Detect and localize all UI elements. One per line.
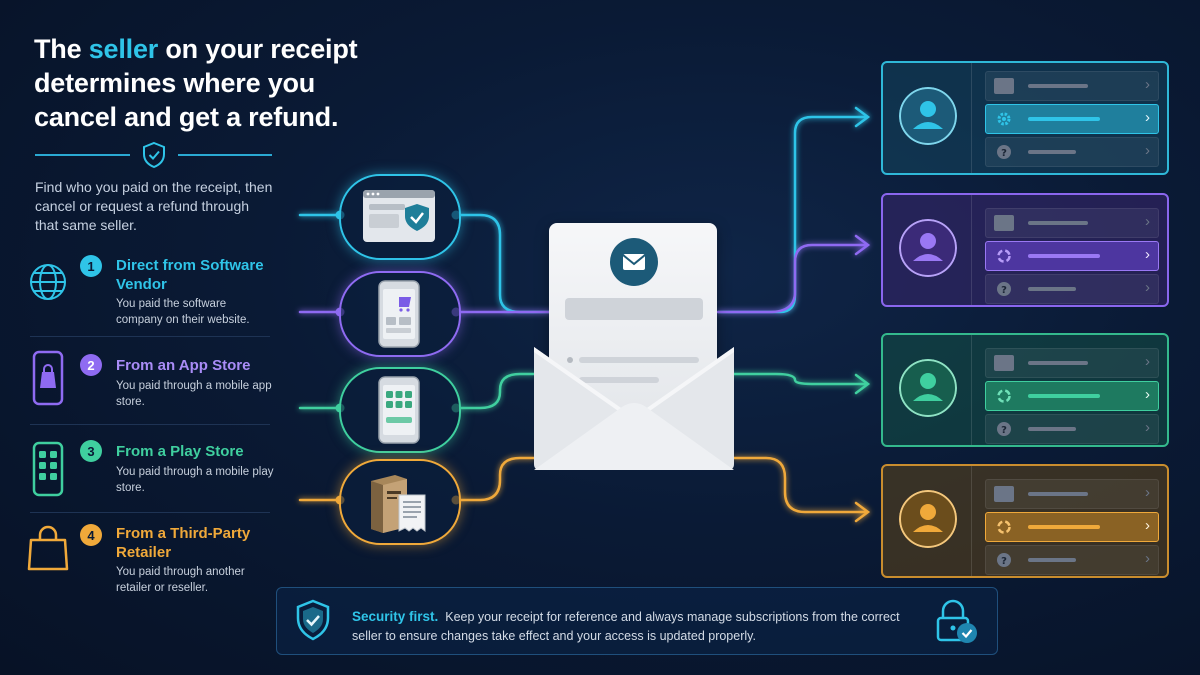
chevron-right-icon: › xyxy=(1145,419,1150,436)
folder-icon xyxy=(994,355,1014,371)
seller-account-panel-3: › › ? › xyxy=(881,333,1169,447)
shield-check-icon xyxy=(143,141,165,169)
list-divider xyxy=(30,424,270,425)
help-icon: ? xyxy=(997,282,1011,296)
user-avatar-icon xyxy=(899,219,957,277)
item-desc-2: You paid through a mobile app store. xyxy=(116,380,272,408)
wire-mid-3 xyxy=(454,372,536,410)
item-number-3: 3 xyxy=(80,440,102,462)
phone-cart-icon xyxy=(378,280,420,348)
manage-subscription-row[interactable]: › xyxy=(985,512,1159,542)
shield-check-icon xyxy=(296,599,330,641)
phone-apps-icon xyxy=(378,376,420,444)
wire-out-2 xyxy=(716,243,868,314)
svg-text:?: ? xyxy=(1001,556,1007,567)
folder-icon xyxy=(994,486,1014,502)
item-number-2: 2 xyxy=(80,354,102,376)
svg-text:?: ? xyxy=(1001,425,1007,436)
item-title-1: Direct from Software Vendor xyxy=(116,257,264,293)
wire-out-1 xyxy=(716,115,868,314)
website-node xyxy=(339,174,461,260)
manage-subscription-row[interactable]: › xyxy=(985,241,1159,271)
chevron-right-icon: › xyxy=(1145,550,1150,567)
menu-row[interactable]: › xyxy=(985,348,1159,378)
user-avatar-icon xyxy=(899,87,957,145)
security-text: Security first. Keep your receipt for re… xyxy=(352,609,900,643)
manage-subscription-row[interactable]: › xyxy=(985,104,1159,134)
refresh-icon xyxy=(997,249,1011,263)
app-store-node xyxy=(339,271,461,357)
help-icon: ? xyxy=(997,145,1011,159)
headline: The seller on your receipt determines wh… xyxy=(34,34,358,132)
lock-check-icon xyxy=(936,599,977,643)
folder-icon xyxy=(994,215,1014,231)
headline-accent: seller xyxy=(88,34,159,64)
svg-text:?: ? xyxy=(1001,285,1007,296)
seller-account-panel-2: › › ? › xyxy=(881,193,1169,307)
security-title: Security first. xyxy=(352,609,439,624)
refresh-icon xyxy=(997,520,1011,534)
wire-out-4 xyxy=(732,456,868,514)
chevron-right-icon: › xyxy=(1145,517,1150,534)
refresh-icon xyxy=(997,389,1011,403)
list-divider xyxy=(30,512,270,513)
item-desc-1: You paid the software company on their w… xyxy=(116,298,250,326)
divider-left xyxy=(35,154,130,156)
intro-text: Find who you paid on the receipt, then c… xyxy=(35,179,273,233)
help-icon: ? xyxy=(997,553,1011,567)
menu-row[interactable]: › xyxy=(985,479,1159,509)
security-note xyxy=(276,587,998,655)
envelope-icon xyxy=(534,238,734,470)
help-row[interactable]: ? › xyxy=(985,545,1159,575)
gear-icon xyxy=(997,112,1011,126)
chevron-right-icon: › xyxy=(1145,109,1150,126)
chevron-right-icon: › xyxy=(1145,76,1150,93)
phone-bag-icon xyxy=(32,350,64,406)
seller-account-panel-1: › › ? › xyxy=(881,61,1169,175)
shopping-bag-icon xyxy=(27,525,69,571)
seller-account-panel-4: › › ? › xyxy=(881,464,1169,578)
divider-right xyxy=(178,154,272,156)
chevron-right-icon: › xyxy=(1145,353,1150,370)
chevron-right-icon: › xyxy=(1145,279,1150,296)
browser-window-icon xyxy=(363,190,435,242)
help-row[interactable]: ? › xyxy=(985,414,1159,444)
menu-row[interactable]: › xyxy=(985,208,1159,238)
help-icon: ? xyxy=(997,422,1011,436)
svg-text:?: ? xyxy=(1001,148,1007,159)
wire-mid-4 xyxy=(454,456,536,502)
menu-row[interactable]: › xyxy=(985,71,1159,101)
item-title-2: From an App Store xyxy=(116,357,251,374)
manage-subscription-row[interactable]: › xyxy=(985,381,1159,411)
chevron-right-icon: › xyxy=(1145,142,1150,159)
help-row[interactable]: ? › xyxy=(985,274,1159,304)
play-store-node xyxy=(339,367,461,453)
item-desc-3: You paid through a mobile play store. xyxy=(116,466,274,494)
item-title-4: From a Third-Party Retailer xyxy=(116,525,251,561)
user-avatar-icon xyxy=(899,490,957,548)
phone-grid-icon xyxy=(32,441,64,497)
chevron-right-icon: › xyxy=(1145,386,1150,403)
item-number-1: 1 xyxy=(80,255,102,277)
boxed-software-receipt-icon xyxy=(371,475,426,533)
retailer-node xyxy=(339,459,461,545)
user-avatar-icon xyxy=(899,359,957,417)
help-row[interactable]: ? › xyxy=(985,137,1159,167)
chevron-right-icon: › xyxy=(1145,246,1150,263)
item-desc-4: You paid through another retailer or res… xyxy=(116,566,245,594)
chevron-right-icon: › xyxy=(1145,484,1150,501)
item-title-3: From a Play Store xyxy=(116,443,244,460)
list-divider xyxy=(30,336,270,337)
wire-out-3 xyxy=(716,372,868,386)
item-number-4: 4 xyxy=(80,524,102,546)
chevron-right-icon: › xyxy=(1145,213,1150,230)
folder-icon xyxy=(994,78,1014,94)
globe-icon xyxy=(30,264,66,300)
